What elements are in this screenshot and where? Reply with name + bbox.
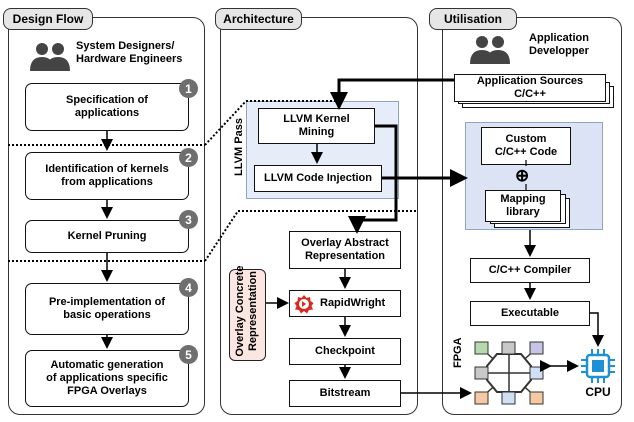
step-5-badge: 5: [179, 345, 198, 364]
rapidwright-icon: [294, 294, 314, 314]
cpu-label: CPU: [585, 385, 611, 399]
bitstream-box: Bitstream: [289, 380, 401, 407]
mapping-library-box: Mapping library: [485, 190, 561, 222]
overlay-concrete-label: Overlay Concrete Representation: [234, 265, 259, 357]
developer-people-icon: [468, 34, 512, 71]
step-1-badge: 1: [179, 79, 198, 98]
people-icon: [28, 41, 72, 78]
llvm-pass-label: LLVM Pass: [233, 118, 245, 176]
step-4-badge: 4: [179, 278, 198, 297]
step-2-box: Identification of kernels from applicati…: [25, 152, 189, 200]
design-flow-title: Design Flow: [3, 8, 93, 30]
design-actor-label: System Designers/ Hardware Engineers: [76, 40, 183, 65]
fpga-icon: [473, 340, 545, 411]
custom-code-doc: Custom C/C++ Code: [481, 127, 571, 165]
utilisation-title: Utilisation: [429, 8, 517, 30]
overlay-concrete-region: [229, 269, 266, 361]
step-2-badge: 2: [179, 148, 198, 167]
step-1-box: Specification of applications: [25, 83, 189, 131]
app-sources-box: Application Sources C/C++: [454, 74, 606, 102]
developer-label: Application Developper: [529, 32, 589, 57]
checkpoint-box: Checkpoint: [289, 338, 401, 365]
rapidwright-label: RapidWright: [320, 297, 386, 309]
fpga-label: FPGA: [452, 337, 464, 368]
overlay-abstract-box: Overlay Abstract Representation: [289, 231, 401, 269]
compiler-box: C/C++ Compiler: [470, 258, 590, 283]
plus-symbol: ⊕: [515, 166, 530, 185]
llvm-kernel-mining-box: LLVM Kernel Mining: [258, 108, 375, 144]
llvm-code-injection-box: LLVM Code Injection: [254, 165, 382, 192]
step-4-box: Pre-implementation of basic operations: [25, 283, 189, 335]
step-3-box: Kernel Pruning: [25, 220, 189, 253]
executable-box: Executable: [470, 301, 590, 326]
step-3-badge: 3: [179, 210, 198, 229]
rapidwright-box: RapidWright: [289, 290, 401, 317]
architecture-title: Architecture: [215, 8, 302, 30]
step-5-box: Automatic generation of applications spe…: [25, 350, 189, 407]
cpu-icon: [580, 348, 616, 389]
